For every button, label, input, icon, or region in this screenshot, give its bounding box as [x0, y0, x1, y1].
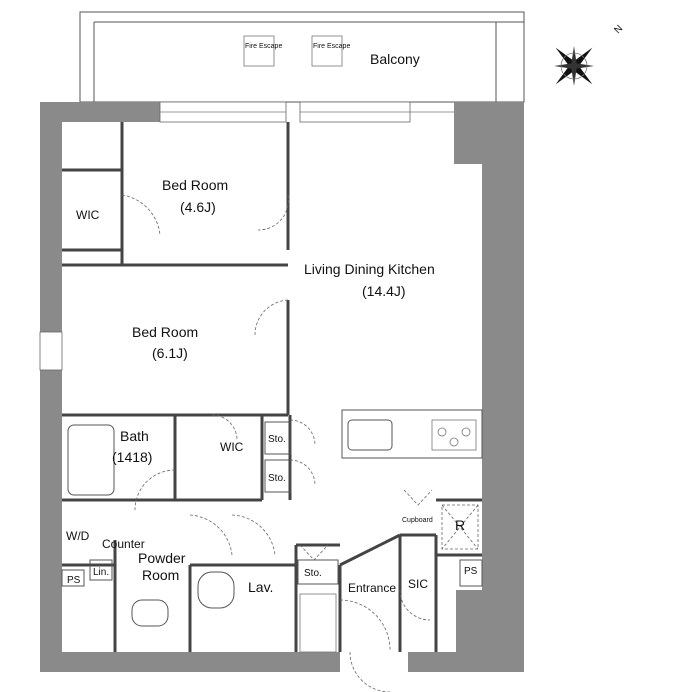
fire-escape-label-1: Fire Escape	[245, 43, 282, 50]
sto-b-label: Sto.	[268, 473, 286, 484]
wic-1-label: WIC	[76, 208, 100, 222]
lin-closet	[89, 559, 113, 581]
ps-box-right	[459, 559, 483, 587]
compass-rose-icon: N	[554, 23, 625, 86]
counter-label: Counter	[102, 537, 145, 551]
north-label: N	[612, 23, 625, 36]
interior-walls	[62, 122, 482, 652]
ps-box-left	[61, 569, 85, 587]
entrance-label: Entrance	[348, 581, 396, 595]
powder-room-label-1: Powder	[138, 550, 186, 566]
lin-label: Lin.	[93, 567, 109, 578]
window-side	[39, 331, 63, 371]
ps-left-label: PS	[67, 575, 81, 586]
bedroom-2-label: Bed Room	[132, 324, 198, 340]
toilet	[131, 599, 169, 627]
kitchen-counter	[341, 409, 483, 459]
lav-label: Lav.	[248, 579, 273, 595]
sto-closet-b	[264, 459, 292, 493]
sto-closet-c	[297, 559, 339, 585]
ldk-label: Living Dining Kitchen	[304, 261, 435, 277]
balcony-label: Balcony	[370, 51, 420, 67]
sto-a-label: Sto.	[268, 434, 286, 445]
refrigerator-space	[441, 504, 479, 550]
bedroom-2-size: (6.1J)	[152, 345, 188, 361]
balcony-area: Balcony Fire Escape Fire Escape	[79, 11, 525, 103]
lavatory-sink	[197, 571, 235, 609]
ldk-size: (14.4J)	[362, 283, 406, 299]
door-swings	[121, 194, 433, 692]
entrance-step	[299, 593, 337, 653]
refrigerator-label: R	[455, 517, 465, 533]
sto-closet-a	[264, 421, 292, 455]
bath-size: (1418)	[112, 449, 152, 465]
sic-label: SIC	[408, 577, 428, 591]
exterior-walls	[40, 102, 524, 672]
bathtub	[67, 424, 115, 496]
bedroom-1-size: (4.6J)	[180, 199, 216, 215]
wd-label: W/D	[66, 529, 90, 543]
fire-escape-hatch-1: Fire Escape	[243, 35, 282, 67]
bath-label: Bath	[120, 428, 149, 444]
cupboard-label: Cupboard	[402, 517, 433, 524]
fire-escape-label-2: Fire Escape	[313, 43, 350, 50]
sto-c-label: Sto.	[304, 568, 322, 579]
fire-escape-hatch-2: Fire Escape	[311, 35, 350, 67]
ps-right-label: PS	[464, 566, 478, 577]
bedroom-1-label: Bed Room	[162, 177, 228, 193]
wic-2-label: WIC	[220, 440, 244, 454]
powder-room-label-2: Room	[142, 567, 179, 583]
